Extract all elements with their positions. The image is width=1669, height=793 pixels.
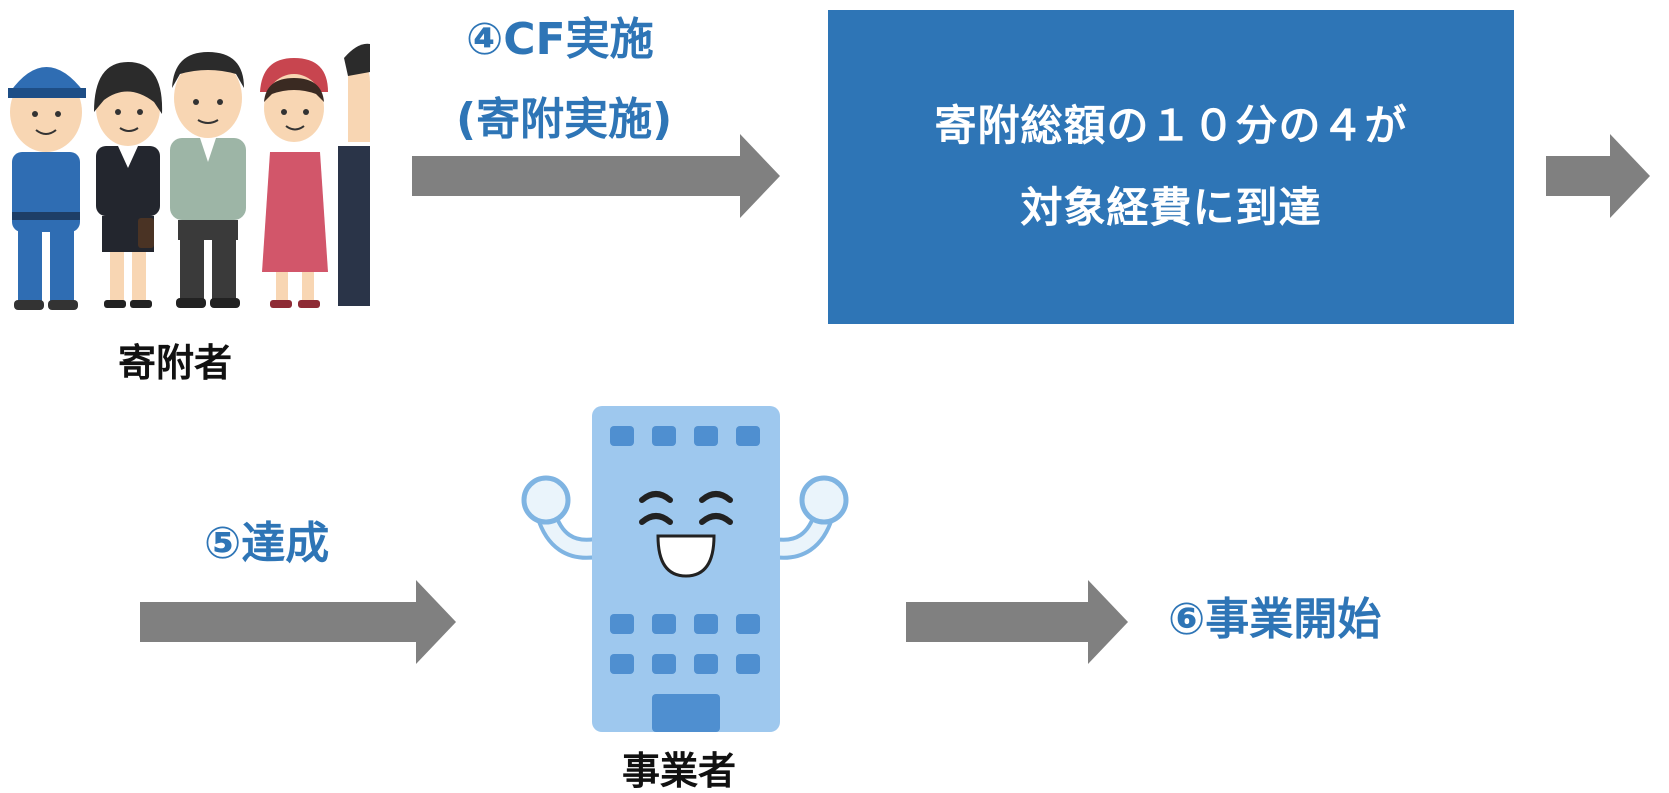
donor-partial-figure xyxy=(338,43,370,306)
arrow-right-icon xyxy=(140,580,456,664)
donor-worker-figure xyxy=(8,67,86,310)
donor-apron-woman-figure xyxy=(260,58,328,308)
building-mascot-illustration xyxy=(521,406,849,732)
donors-label: 寄附者 xyxy=(118,341,233,385)
arrow-right-icon xyxy=(412,134,780,218)
step5-label: ⑤達成 xyxy=(204,518,330,569)
step4-title: ④CF実施 xyxy=(466,14,654,65)
arrow-right-icon xyxy=(906,580,1128,664)
arrow-right-icon xyxy=(1546,134,1650,218)
result-box-line2: 対象経費に到達 xyxy=(1020,183,1322,232)
result-box-line1: 寄附総額の１０分の４が xyxy=(934,101,1408,151)
business-label: 事業者 xyxy=(622,749,737,793)
step4-subtitle: (寄附実施) xyxy=(456,94,673,145)
result-box: 寄附総額の１０分の４が 対象経費に到達 xyxy=(828,10,1514,324)
donor-businesswoman-figure xyxy=(94,62,163,308)
step6-label: ⑥事業開始 xyxy=(1168,594,1382,645)
donors-illustration xyxy=(8,43,370,310)
donor-man-figure xyxy=(170,52,246,308)
